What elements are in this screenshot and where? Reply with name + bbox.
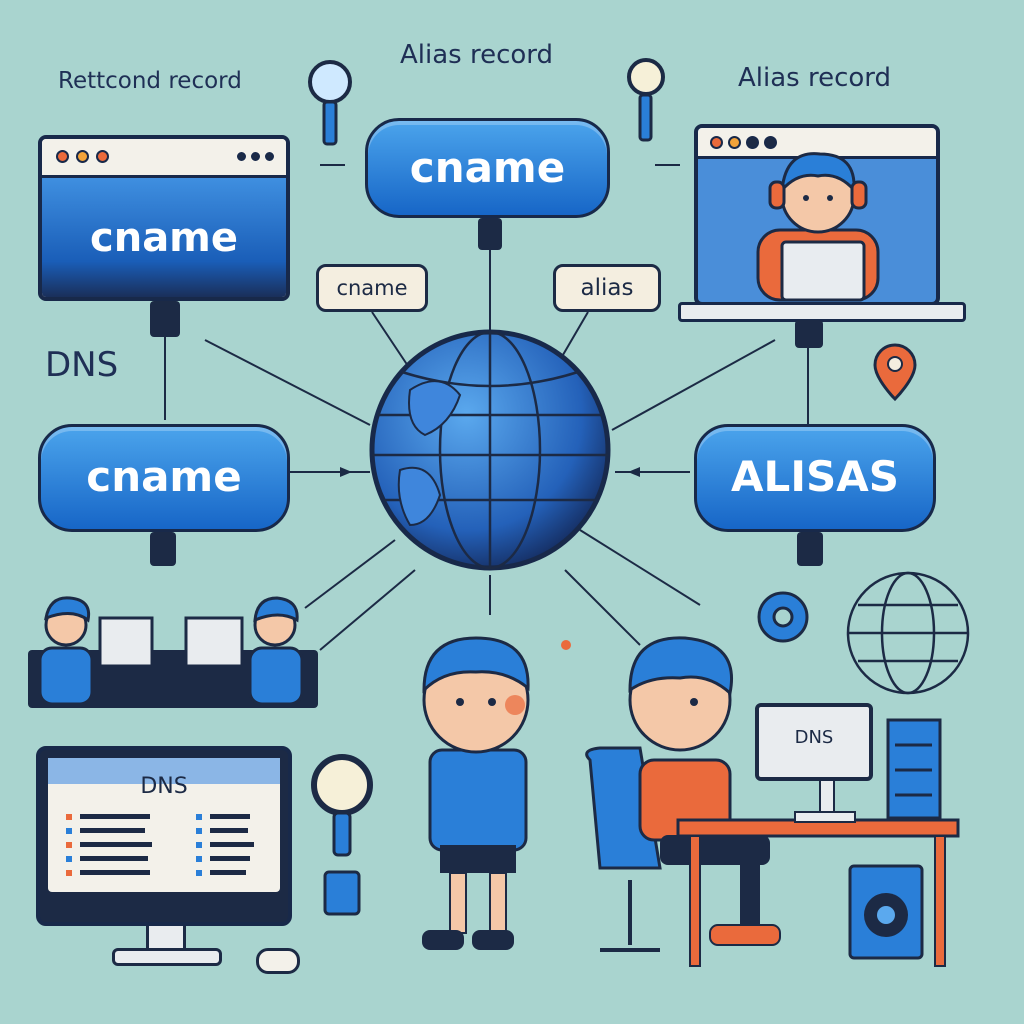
support-person-icon [756,152,880,302]
window-dot-icon [764,136,777,149]
right-pill-stem [797,532,823,566]
connector-lower-left-2 [319,569,416,651]
small-alias-tag: alias [553,264,661,312]
connector-tag-left [371,311,413,373]
window-dot-icon [265,152,274,161]
monitor-header [48,758,280,784]
left-window-stem [150,301,180,337]
top-center-cname-pill: cname [365,118,610,218]
connector-tag-right [559,311,589,361]
connector-upper-left [204,339,371,426]
window-dot-icon [710,136,723,149]
window-titlebar [42,139,286,178]
left-cname-pill: cname [38,424,290,532]
window-dot-icon [96,150,109,163]
connector-lower-right-2 [564,569,641,646]
monitor-neck [146,926,186,950]
left-pill-stem [150,532,176,566]
mouse-icon [256,948,300,974]
arrowhead-right [628,467,640,477]
window-dot-icon [237,152,246,161]
left-cname-window: cname [38,135,290,301]
window-dot-icon [746,136,759,149]
arrowhead-left [340,467,352,477]
right-alisas-pill: ALISAS [694,424,936,532]
monitor-stand [112,948,222,966]
small-cname-tag: cname [316,264,428,312]
monitor-dns-title: DNS [140,774,188,799]
top-right-label: Alias record [738,63,892,93]
left-window-cname-text: cname [42,178,286,297]
monitor-screen: DNS [48,758,280,892]
right-laptop-stem [795,320,823,348]
dns-side-label: DNS [45,345,119,385]
monitor-record-list [66,814,254,876]
window-dot-icon [728,136,741,149]
desk-dns-monitor: DNS [755,703,873,781]
top-center-label: Alias record [400,40,554,70]
window-dot-icon [251,152,260,161]
connector-upper-right [611,339,776,431]
window-dot-icon [76,150,89,163]
connector-lower-right [579,529,701,606]
window-dot-icon [56,150,69,163]
top-center-pill-stem [478,218,502,250]
right-laptop-screen [694,124,940,306]
laptop-base [678,302,966,322]
bottom-left-dns-monitor: DNS [36,746,292,926]
top-left-label: Rettcond record [58,68,242,94]
